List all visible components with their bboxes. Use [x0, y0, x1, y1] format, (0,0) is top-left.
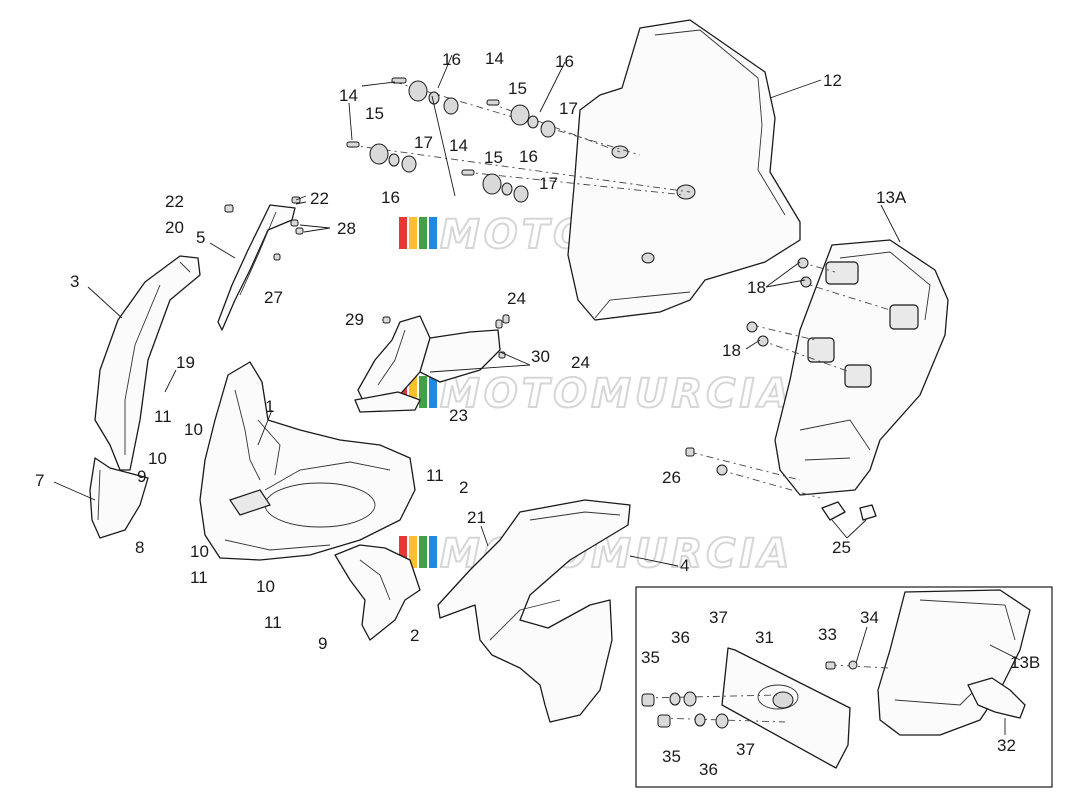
callout-30: 30: [531, 347, 550, 366]
callout-25: 25: [832, 538, 851, 557]
callout-24-b: 24: [571, 353, 590, 372]
callout-1: 1: [265, 397, 274, 416]
headlight-cover-part-7: [89, 457, 149, 539]
watermark-stripe-blue: [429, 217, 437, 249]
callout-18-b: 18: [722, 341, 741, 360]
callout-35-b: 35: [662, 747, 681, 766]
side-panel-part-4: [437, 499, 631, 723]
callout-13b: 13B: [1010, 653, 1040, 672]
callout-3: 3: [70, 272, 79, 291]
watermark-stripe-yellow: [409, 536, 417, 568]
bracket-assembly-part-29-30: [354, 314, 510, 413]
callout-labels: 1 2 2 3 4 5 7 8 9 9 10 10 10 10 11 11 11…: [35, 49, 1040, 779]
watermark-stripe-blue: [429, 536, 437, 568]
watermark-text: MOTOMURCIA: [440, 371, 793, 417]
callout-15-c: 15: [484, 148, 503, 167]
callout-8: 8: [135, 538, 144, 557]
windscreen-fasteners: [346, 77, 691, 203]
callout-18-a: 18: [747, 278, 766, 297]
watermark-stripe-green: [419, 376, 427, 408]
callout-35-a: 35: [641, 648, 660, 667]
callout-17-c: 17: [539, 174, 558, 193]
watermark-stripe-red: [399, 536, 407, 568]
license-plate-inset: [635, 586, 1053, 788]
callout-37-a: 37: [709, 608, 728, 627]
callout-5: 5: [196, 228, 205, 247]
callout-4: 4: [680, 556, 689, 575]
callout-37-b: 37: [736, 740, 755, 759]
callout-29: 29: [345, 310, 364, 329]
bracket-part-5: [217, 196, 304, 331]
callout-11-a: 11: [154, 407, 172, 426]
callout-15-b: 15: [508, 79, 527, 98]
callout-10-d: 10: [256, 577, 275, 596]
callout-28: 28: [337, 219, 356, 238]
watermark-stripe-green: [419, 217, 427, 249]
instrument-support-part-13a: [685, 239, 949, 521]
callout-14-c: 14: [449, 136, 468, 155]
watermark-stripe-yellow: [409, 376, 417, 408]
callout-17-a: 17: [414, 133, 433, 152]
callout-36-b: 36: [699, 760, 718, 779]
callout-20: 20: [165, 218, 184, 237]
callout-22-b: 22: [310, 189, 329, 208]
callout-19: 19: [176, 353, 195, 372]
callout-15-a: 15: [365, 104, 384, 123]
callout-26: 26: [662, 468, 681, 487]
callout-14-a: 14: [339, 86, 358, 105]
callout-31: 31: [755, 628, 774, 647]
watermark-stripe-green: [419, 536, 427, 568]
callout-34: 34: [860, 608, 879, 627]
leader-lines: [53, 54, 1021, 735]
callout-10-b: 10: [148, 449, 167, 468]
callout-10-a: 10: [184, 420, 203, 439]
callout-23: 23: [449, 406, 468, 425]
callout-22-a: 22: [165, 192, 184, 211]
callout-14-b: 14: [485, 49, 504, 68]
callout-11-c: 11: [190, 568, 208, 587]
callout-17-b: 17: [559, 99, 578, 118]
callout-32: 32: [997, 736, 1016, 755]
callout-11-b: 11: [426, 466, 444, 485]
callout-11-d: 11: [264, 613, 282, 632]
callout-33: 33: [818, 625, 837, 644]
callout-16-d: 16: [381, 188, 400, 207]
callout-12: 12: [823, 71, 842, 90]
callout-16-b: 16: [555, 52, 574, 71]
callout-10-c: 10: [190, 542, 209, 561]
callout-7: 7: [35, 471, 44, 490]
lower-side-fairing-part-2: [334, 544, 421, 641]
watermark-stripe-yellow: [409, 217, 417, 249]
callout-2-upper: 2: [459, 478, 468, 497]
windscreen-part-12: [567, 19, 801, 321]
callout-21: 21: [467, 508, 486, 527]
callout-16-c: 16: [519, 147, 538, 166]
callout-16-a: 16: [442, 50, 461, 69]
callout-2-lower: 2: [410, 626, 419, 645]
side-panel-part-3: [94, 255, 201, 471]
watermark-stripe-red: [399, 217, 407, 249]
callout-36-a: 36: [671, 628, 690, 647]
callout-9-lower: 9: [318, 634, 327, 653]
watermark-stripe-blue: [429, 376, 437, 408]
callout-24-a: 24: [507, 289, 526, 308]
callout-13a: 13A: [876, 188, 907, 207]
callout-9-upper: 9: [137, 467, 146, 486]
callout-27: 27: [264, 288, 283, 307]
